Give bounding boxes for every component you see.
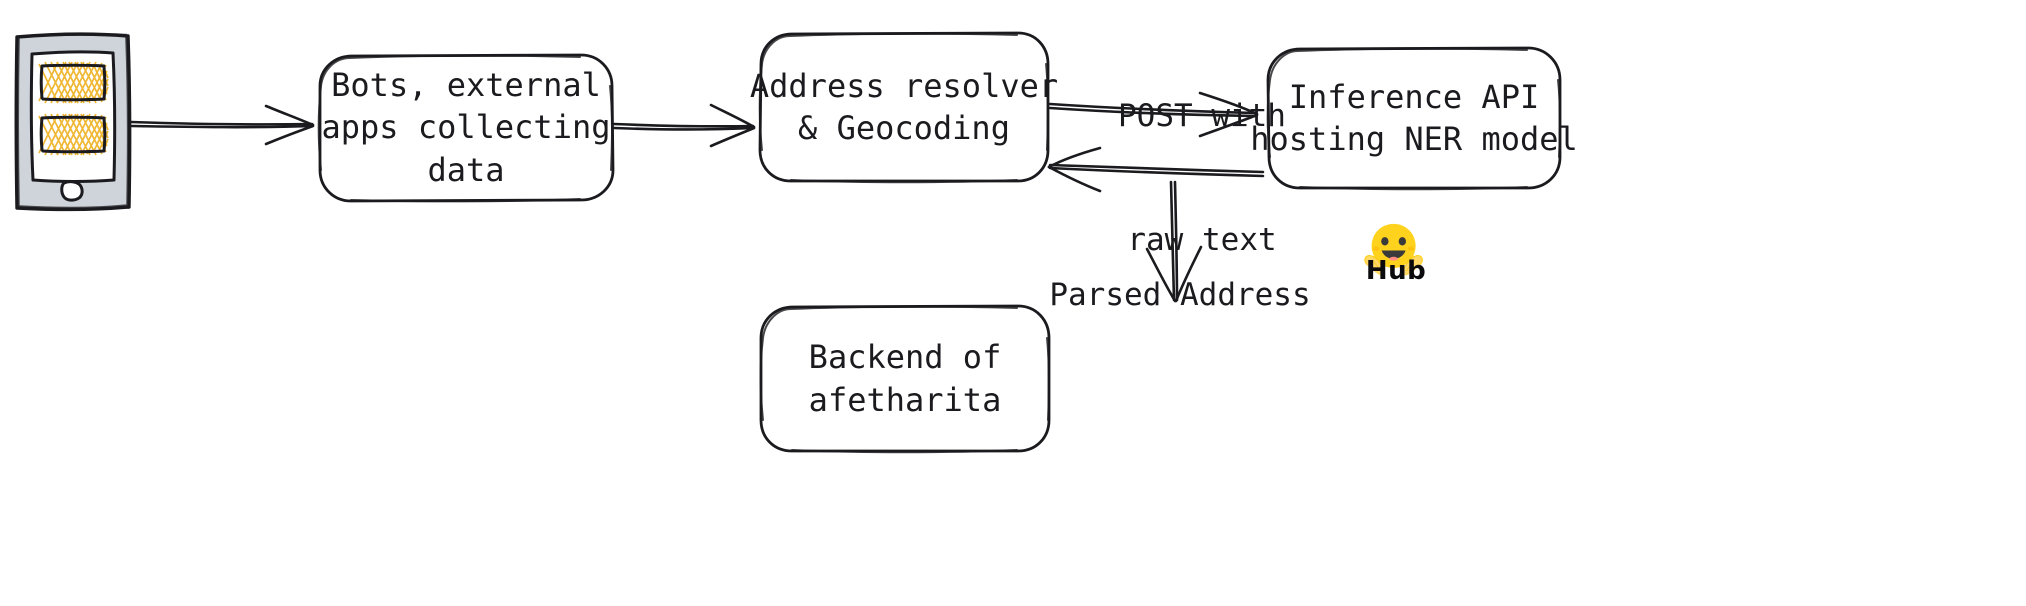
node-inference-api-shape[interactable] xyxy=(1266,46,1562,191)
orange-hatch-block-bottom xyxy=(38,113,109,156)
huggingface-hub-badge: Hub xyxy=(1366,256,1426,286)
node-backend-afetharita-shape[interactable] xyxy=(759,304,1051,454)
edge-label-post-with-raw-text: POST with raw text xyxy=(1052,14,1352,344)
arrow-inference-to-resolver xyxy=(1047,146,1265,193)
edge-label-parsed-address: Parsed Address xyxy=(1030,193,1330,399)
arrow-resolver-to-backend xyxy=(1145,180,1203,303)
arrow-phone-to-bots xyxy=(129,104,315,146)
edge-label-line: Parsed Address xyxy=(1049,277,1311,314)
node-address-resolver-shape[interactable] xyxy=(758,31,1050,184)
home-button-icon xyxy=(60,180,84,202)
node-bots-external-apps-shape[interactable] xyxy=(317,53,615,203)
orange-hatch-block-top xyxy=(38,61,109,104)
hub-label: Hub xyxy=(1365,256,1427,286)
hugging-face-emoji-icon xyxy=(1364,223,1423,276)
arrow-bots-to-resolver xyxy=(612,103,756,148)
edge-label-line: raw text xyxy=(1127,222,1277,259)
edge-label-line: POST with xyxy=(1118,98,1286,135)
mobile-device-illustration xyxy=(14,32,132,212)
arrow-resolver-to-inference xyxy=(1048,91,1259,138)
